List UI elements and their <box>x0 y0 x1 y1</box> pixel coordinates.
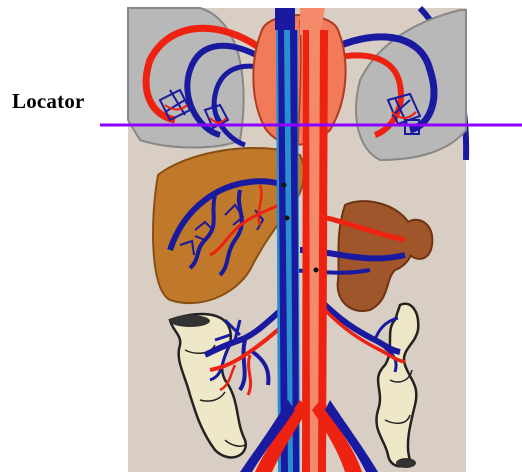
locator-label: Locator <box>12 89 85 114</box>
